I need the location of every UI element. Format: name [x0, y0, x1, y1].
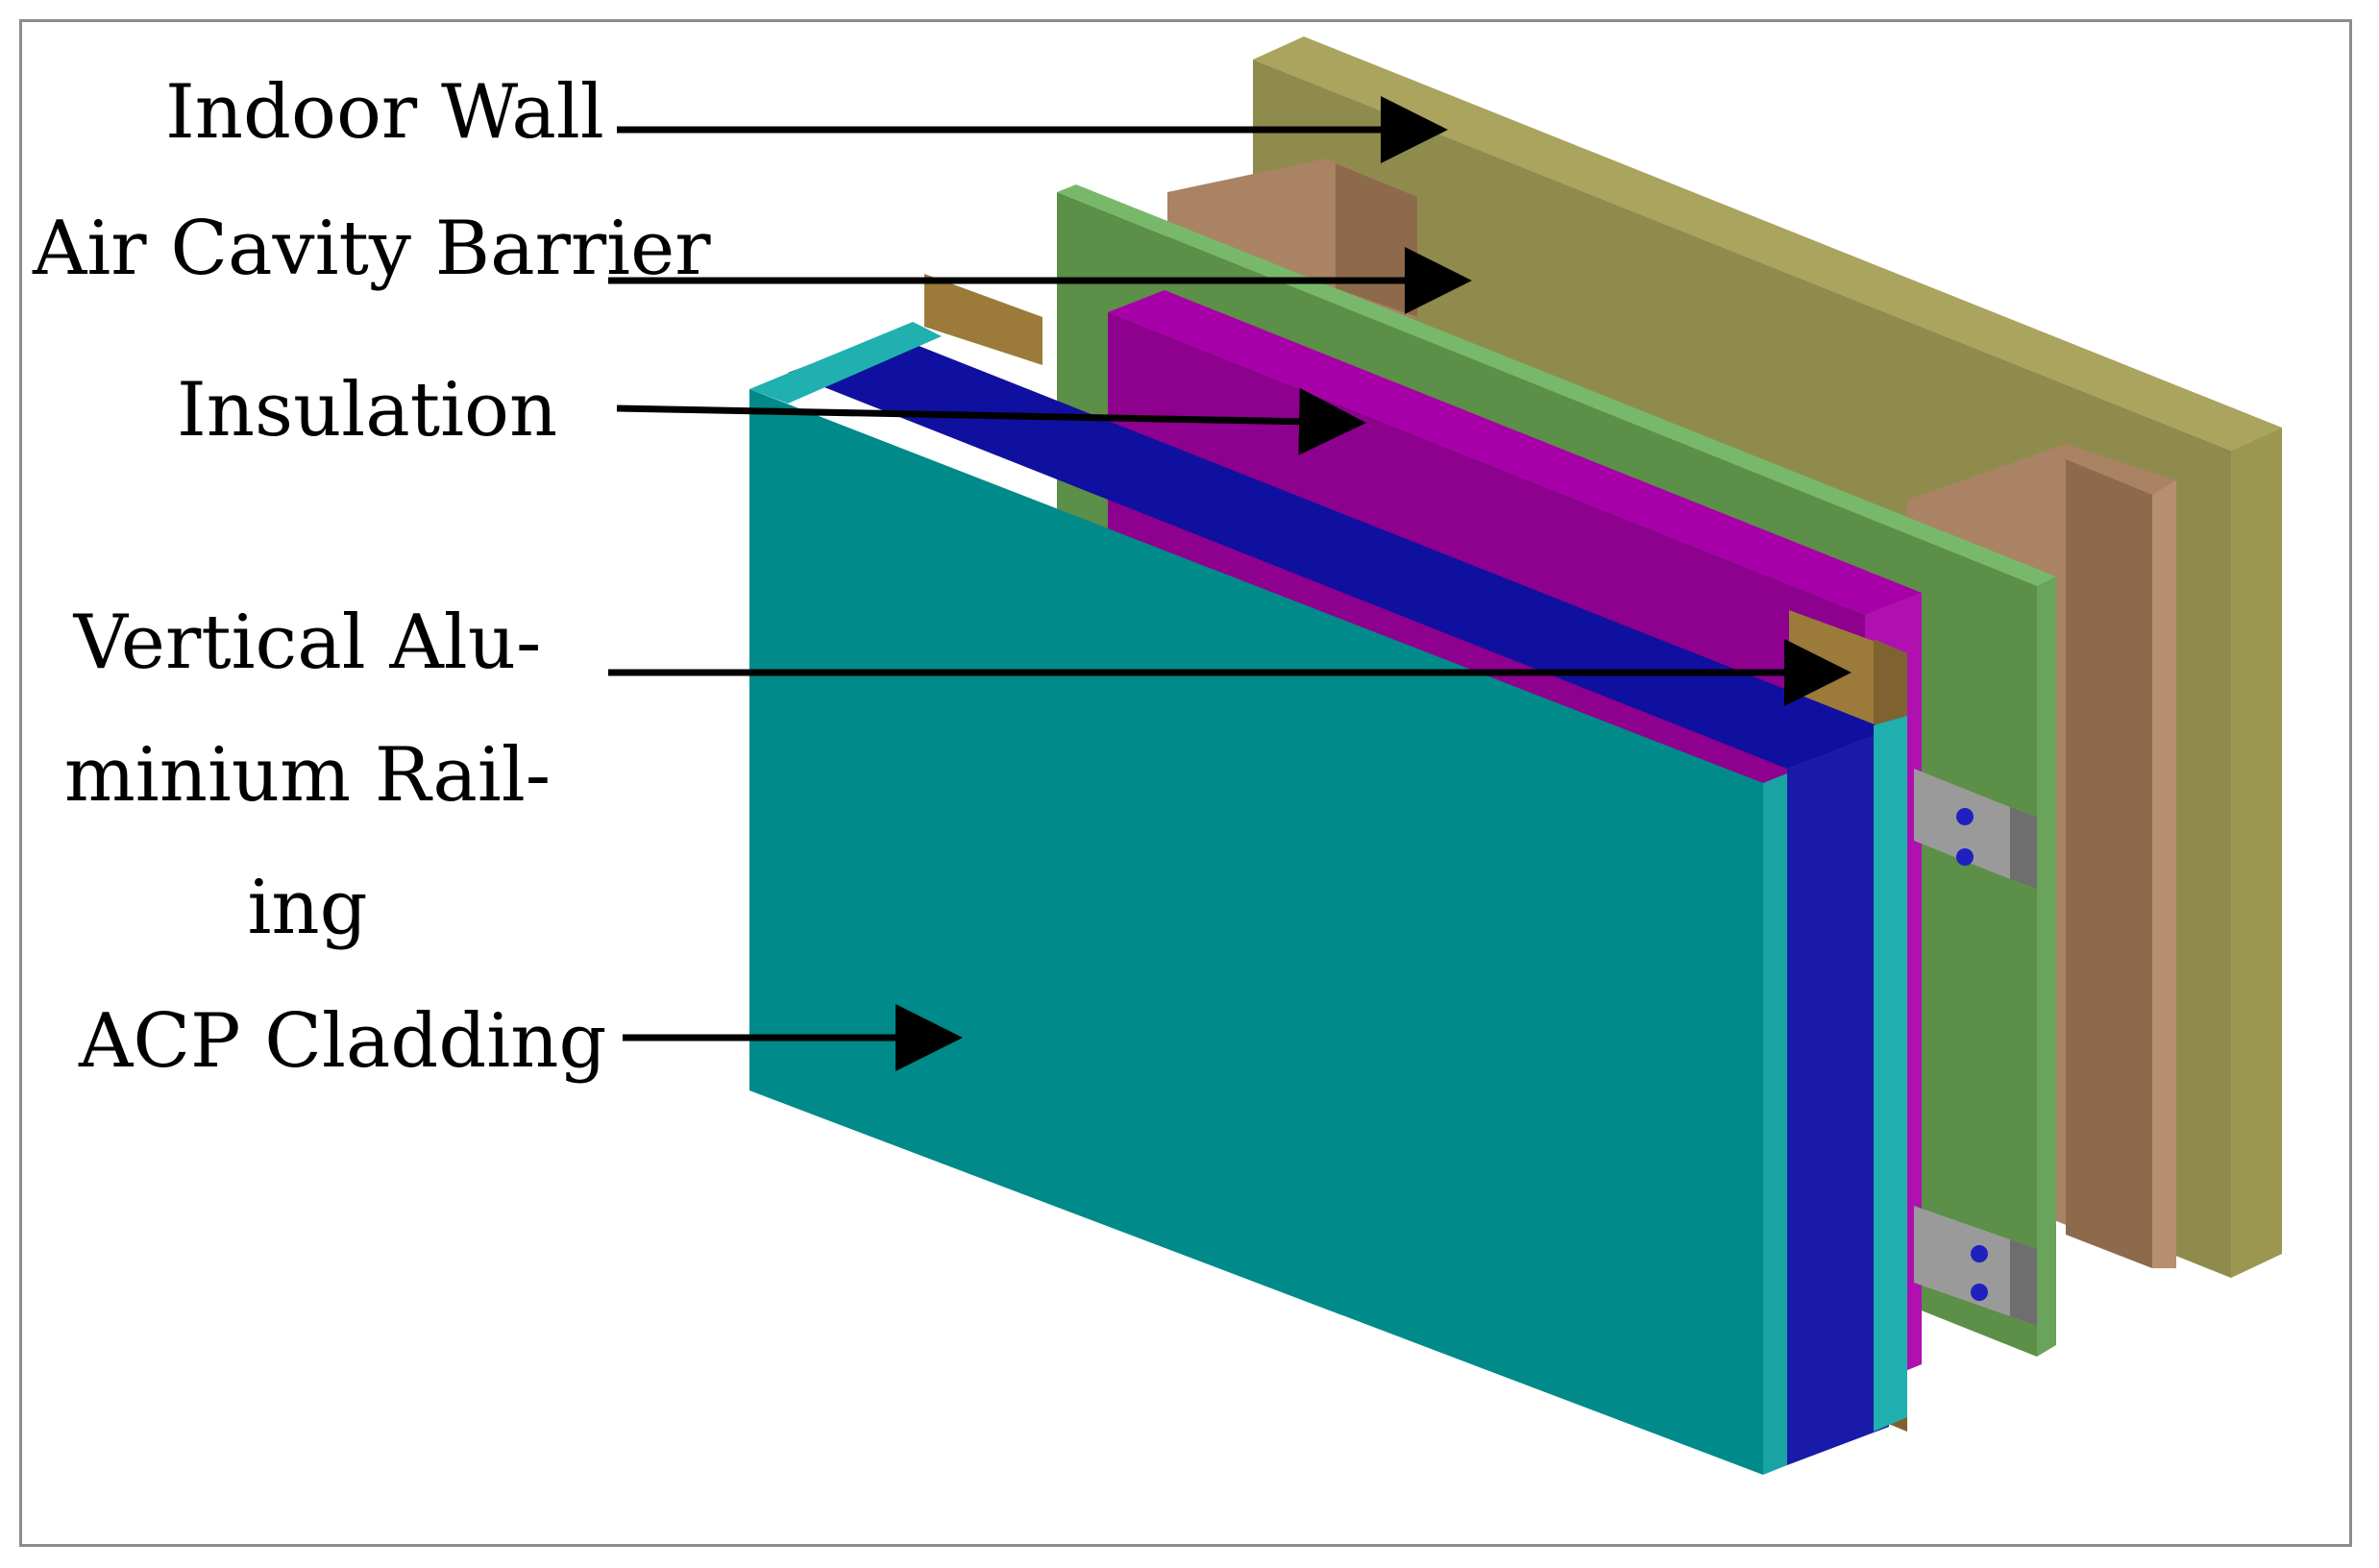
acp-cladding [749, 322, 1907, 1475]
vertical-rail-label-line3: ing [247, 865, 368, 951]
indoor-wall-label: Indoor Wall [165, 69, 604, 156]
vertical-rail-label-line2: minium Rail- [63, 732, 552, 819]
acp-cladding-label: ACP Cladding [79, 998, 607, 1085]
insulation-arrow [616, 387, 1366, 455]
bracket-upper [1914, 769, 2037, 889]
air-cavity-barrier-label: Air Cavity Barrier [33, 206, 711, 292]
bracket-lower [1914, 1206, 2037, 1326]
vertical-rail-label-line1: Vertical Alu- [73, 600, 542, 686]
insulation-label: Insulation [177, 367, 558, 453]
blue-layer [788, 334, 1889, 1465]
vertical-rail-label: Vertical Alu- minium Rail- ing [38, 605, 576, 945]
